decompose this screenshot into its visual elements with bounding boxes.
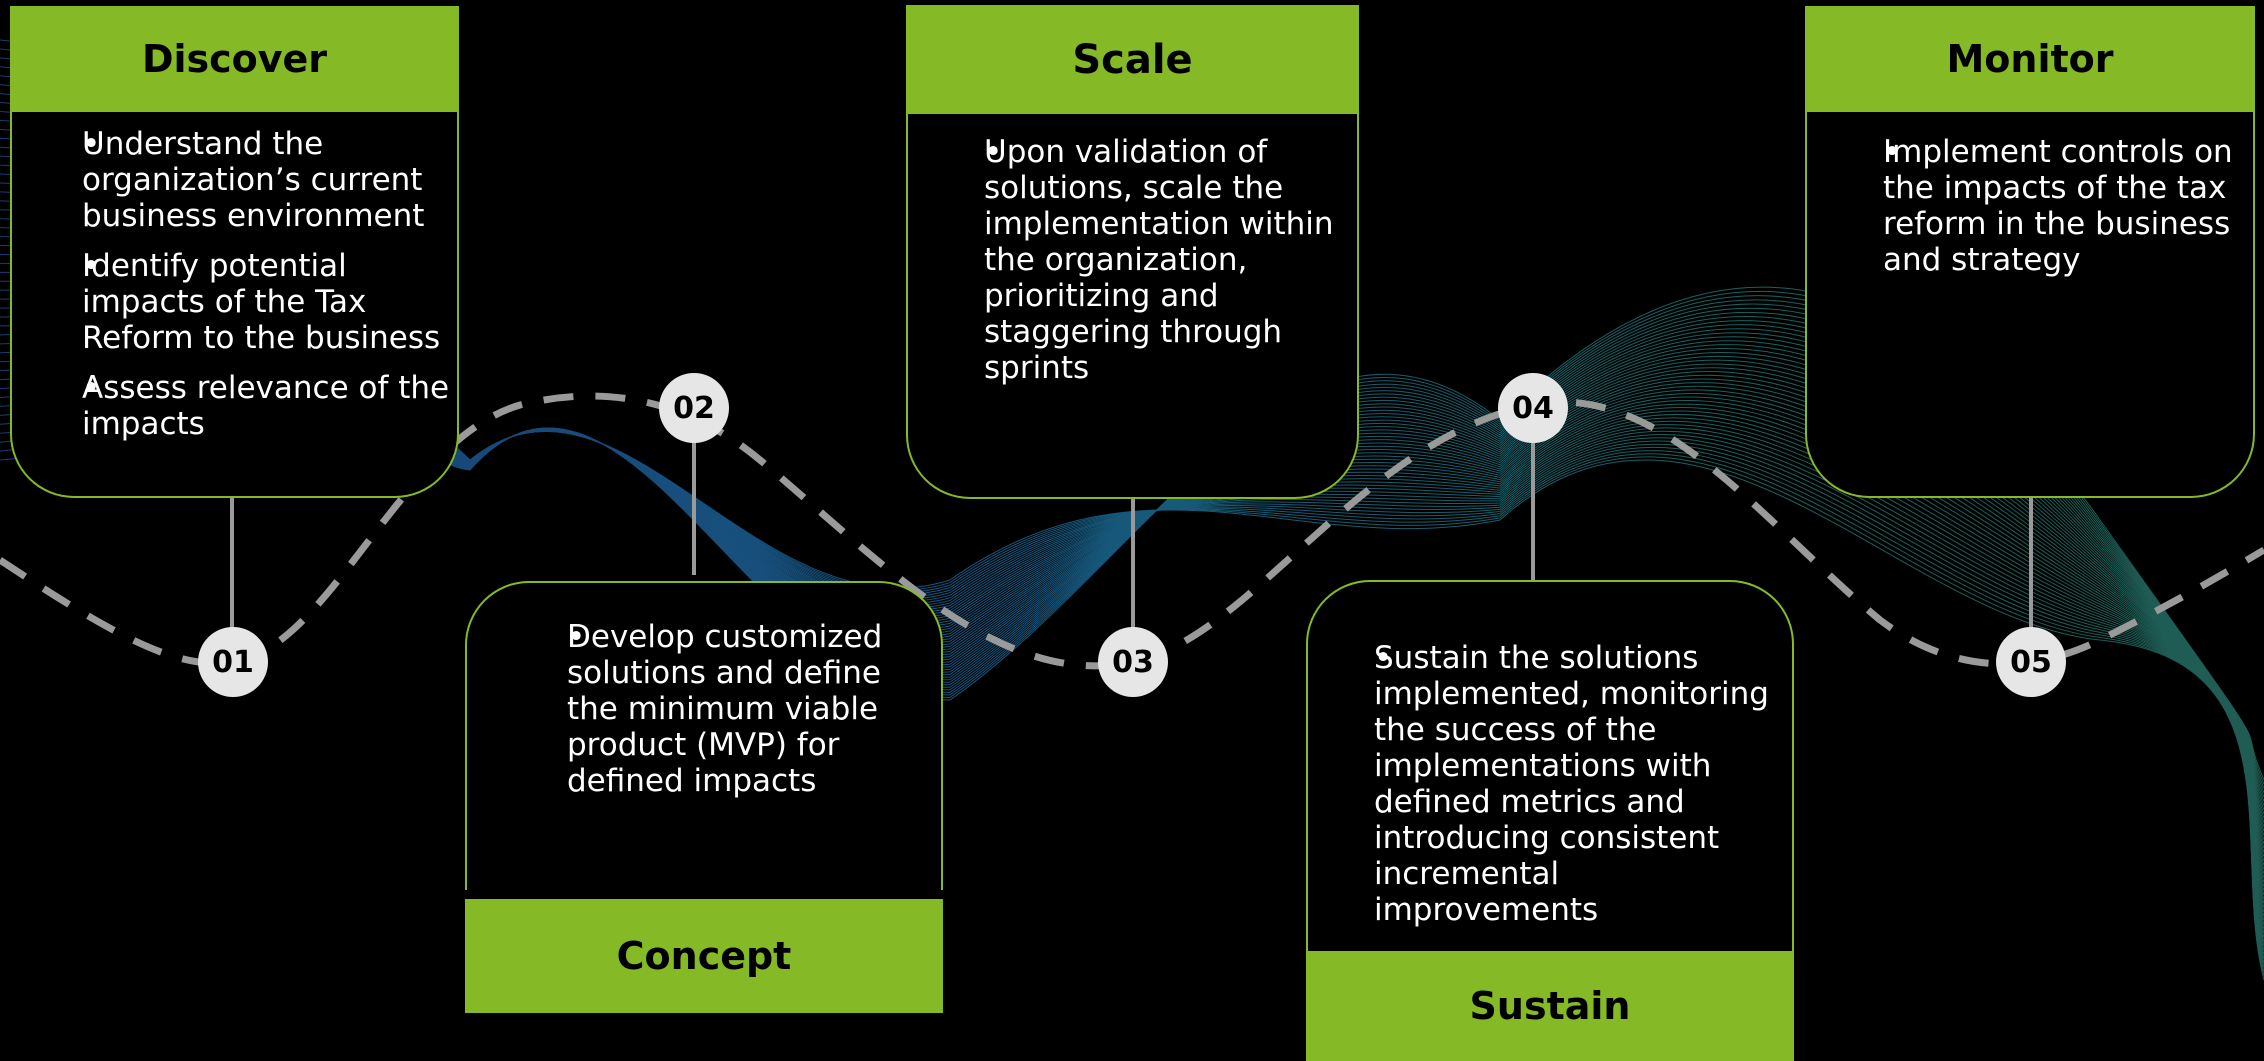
stage-sustain-title: Sustain xyxy=(1306,951,1794,1061)
stage-sustain-bullet: Sustain the solutions implemented, monit… xyxy=(1374,640,1774,928)
connector-01 xyxy=(230,498,234,628)
stage-discover-title: Discover xyxy=(10,6,459,112)
connector-05 xyxy=(2029,498,2033,628)
step-marker-03: 03 xyxy=(1098,627,1168,697)
stage-concept-title: Concept xyxy=(465,899,943,1013)
stage-monitor-card: Implement controls on the impacts of the… xyxy=(1805,112,2255,498)
step-marker-02: 02 xyxy=(659,373,729,443)
stage-scale-bullet: Upon validation of solutions, scale the … xyxy=(984,134,1344,386)
stage-discover-card: Understand the organization’s current bu… xyxy=(10,112,459,498)
step-marker-04: 04 xyxy=(1498,373,1568,443)
stage-concept-bullet: Develop customized solutions and define … xyxy=(567,619,927,799)
stage-sustain-card: Sustain the solutions implemented, monit… xyxy=(1306,580,1794,951)
stage-discover-bullet: Assess relevance of the impacts xyxy=(82,370,454,442)
stage-monitor-bullet: Implement controls on the impacts of the… xyxy=(1883,134,2243,278)
stage-discover-bullet: Identify potential impacts of the Tax Re… xyxy=(82,248,454,356)
dashed-timeline xyxy=(0,392,2264,670)
stage-discover-bullet: Understand the organization’s current bu… xyxy=(82,126,454,234)
stage-concept-card: Develop customized solutions and define … xyxy=(465,581,943,890)
stage-monitor-title: Monitor xyxy=(1805,6,2255,112)
stage-scale-title: Scale xyxy=(906,5,1359,114)
connector-04 xyxy=(1531,440,1535,580)
step-marker-01: 01 xyxy=(198,627,268,697)
stage-scale-card: Upon validation of solutions, scale the … xyxy=(906,114,1359,499)
connector-02 xyxy=(692,440,696,575)
step-marker-05: 05 xyxy=(1996,627,2066,697)
connector-03 xyxy=(1131,499,1135,629)
